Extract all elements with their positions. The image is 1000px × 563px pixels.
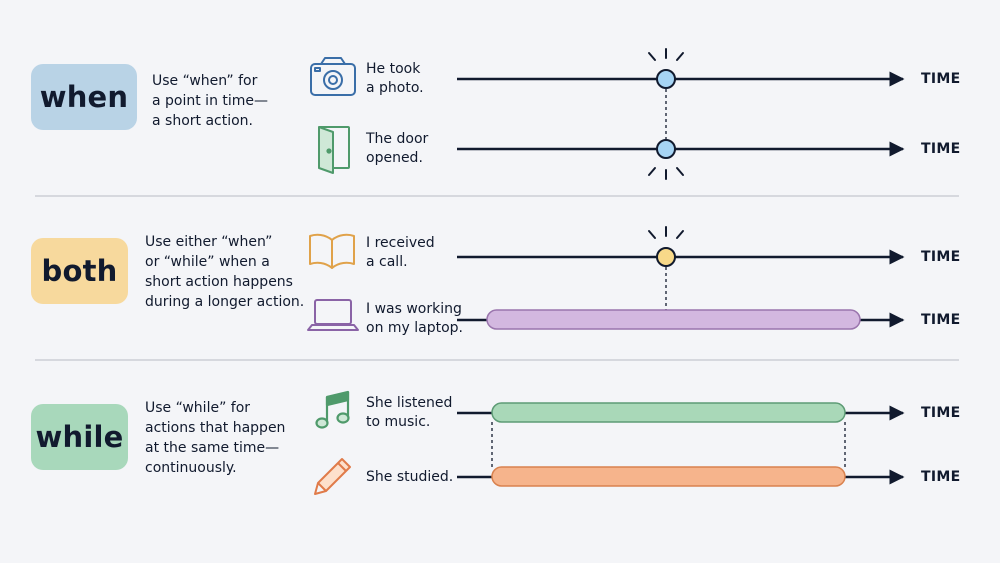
camera-icon bbox=[310, 57, 356, 96]
row-label-listened-music: She listened to music. bbox=[366, 395, 453, 430]
timeline-studied bbox=[457, 466, 905, 487]
row-label-received-call: I received a call. bbox=[366, 235, 435, 270]
badge-while: while bbox=[31, 404, 128, 470]
section-divider bbox=[35, 359, 959, 361]
timeline-working-laptop bbox=[457, 309, 905, 330]
description-while: Use “while” for actions that happen at t… bbox=[145, 400, 286, 476]
laptop-icon bbox=[307, 299, 359, 331]
time-label: TIME bbox=[921, 71, 961, 87]
duration-bar-laptop bbox=[486, 309, 861, 330]
book-icon bbox=[309, 233, 355, 269]
point-received-call bbox=[656, 247, 676, 267]
music-note-icon bbox=[315, 390, 350, 429]
time-label: TIME bbox=[921, 312, 961, 328]
flash-rays bbox=[648, 226, 684, 239]
pencil-icon bbox=[314, 458, 351, 495]
badge-both: both bbox=[31, 238, 128, 304]
row-label-took-photo: He took a photo. bbox=[366, 61, 424, 96]
time-label: TIME bbox=[921, 405, 961, 421]
description-when: Use “when” for a point in time— a short … bbox=[152, 73, 269, 129]
timeline-listened-music bbox=[457, 402, 905, 423]
row-label-door-opened: The door opened. bbox=[366, 131, 429, 166]
duration-bar-music bbox=[491, 402, 846, 423]
description-both: Use either “when” or “while” when a shor… bbox=[145, 234, 305, 310]
badge-when: when bbox=[31, 64, 137, 130]
time-label: TIME bbox=[921, 249, 961, 265]
point-door-opened bbox=[656, 139, 676, 159]
row-label-studied: She studied. bbox=[366, 469, 454, 485]
time-label: TIME bbox=[921, 141, 961, 157]
point-took-photo bbox=[656, 69, 676, 89]
row-label-working-laptop: I was working on my laptop. bbox=[366, 301, 464, 336]
door-icon bbox=[318, 126, 350, 174]
time-label: TIME bbox=[921, 469, 961, 485]
duration-bar-study bbox=[491, 466, 846, 487]
section-divider bbox=[35, 195, 959, 197]
flash-rays bbox=[648, 48, 684, 180]
